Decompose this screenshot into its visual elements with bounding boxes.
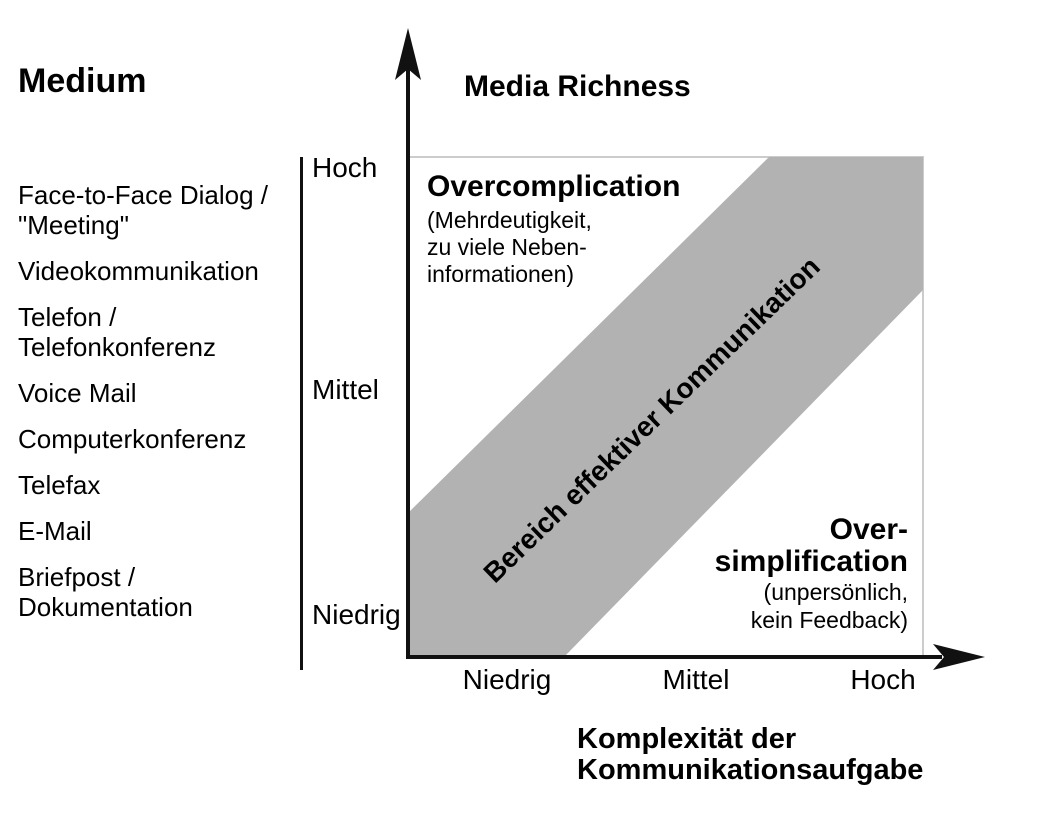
medium-axis-divider bbox=[300, 157, 303, 670]
overcomplication-note-line: (Mehrdeutigkeit, bbox=[427, 207, 592, 233]
y-axis-title: Media Richness bbox=[464, 70, 691, 103]
y-tick-hoch: Hoch bbox=[312, 152, 378, 183]
list-item-line: E-Mail bbox=[18, 516, 92, 546]
list-item: Videokommunikation bbox=[18, 256, 268, 286]
list-item: Telefax bbox=[18, 470, 268, 500]
overcomplication-title: Overcomplication bbox=[427, 170, 681, 203]
list-item-line: Voice Mail bbox=[18, 378, 137, 408]
overcomplication-note-line: informationen) bbox=[427, 261, 575, 287]
list-item-line: Telefon / bbox=[18, 302, 117, 332]
medium-panel-title: Medium bbox=[18, 62, 147, 100]
effective-communication-band bbox=[406, 157, 923, 657]
list-item: Face-to-Face Dialog / "Meeting" bbox=[18, 180, 268, 240]
list-item-line: Telefax bbox=[18, 470, 101, 500]
list-item-line: "Meeting" bbox=[18, 210, 129, 240]
list-item: Voice Mail bbox=[18, 378, 268, 408]
x-axis-arrowhead bbox=[933, 644, 985, 670]
y-tick-mittel: Mittel bbox=[312, 374, 379, 405]
y-axis-arrowhead bbox=[395, 28, 421, 80]
medium-list: Face-to-Face Dialog / "Meeting" Videokom… bbox=[18, 180, 268, 638]
list-item-line: Briefpost / bbox=[18, 562, 136, 592]
y-tick-niedrig: Niedrig bbox=[312, 599, 401, 630]
list-item-line: Telefonkonferenz bbox=[18, 332, 217, 362]
oversimplification-note-line: (unpersönlich, bbox=[763, 579, 908, 605]
list-item: Computerkonferenz bbox=[18, 424, 268, 454]
x-tick-mittel: Mittel bbox=[662, 664, 730, 695]
x-axis-title-line: Kommunikationsaufgabe bbox=[577, 754, 924, 786]
overcomplication-region: Overcomplication (Mehrdeutigkeit, zu vie… bbox=[427, 170, 680, 288]
list-item: Telefon / Telefonkonferenz bbox=[18, 302, 268, 362]
oversimplification-title-line: Over- bbox=[829, 513, 908, 546]
x-axis-title: Komplexität der Kommunikationsaufgabe bbox=[577, 724, 923, 786]
list-item-line: Computerkonferenz bbox=[18, 424, 247, 454]
oversimplification-title-line: simplification bbox=[714, 545, 908, 578]
x-tick-hoch: Hoch bbox=[850, 664, 916, 695]
list-item: E-Mail bbox=[18, 516, 268, 546]
overcomplication-note-line: zu viele Neben- bbox=[427, 234, 587, 260]
list-item-line: Face-to-Face Dialog / bbox=[18, 180, 268, 210]
x-tick-niedrig: Niedrig bbox=[462, 664, 552, 695]
list-item-line: Dokumentation bbox=[18, 592, 193, 622]
list-item: Briefpost / Dokumentation bbox=[18, 562, 268, 622]
x-axis-title-line: Komplexität der bbox=[577, 723, 797, 755]
oversimplification-note-line: kein Feedback) bbox=[750, 607, 908, 633]
oversimplification-region: Over- simplification (unpersönlich, kein… bbox=[715, 514, 908, 634]
list-item-line: Videokommunikation bbox=[18, 256, 259, 286]
